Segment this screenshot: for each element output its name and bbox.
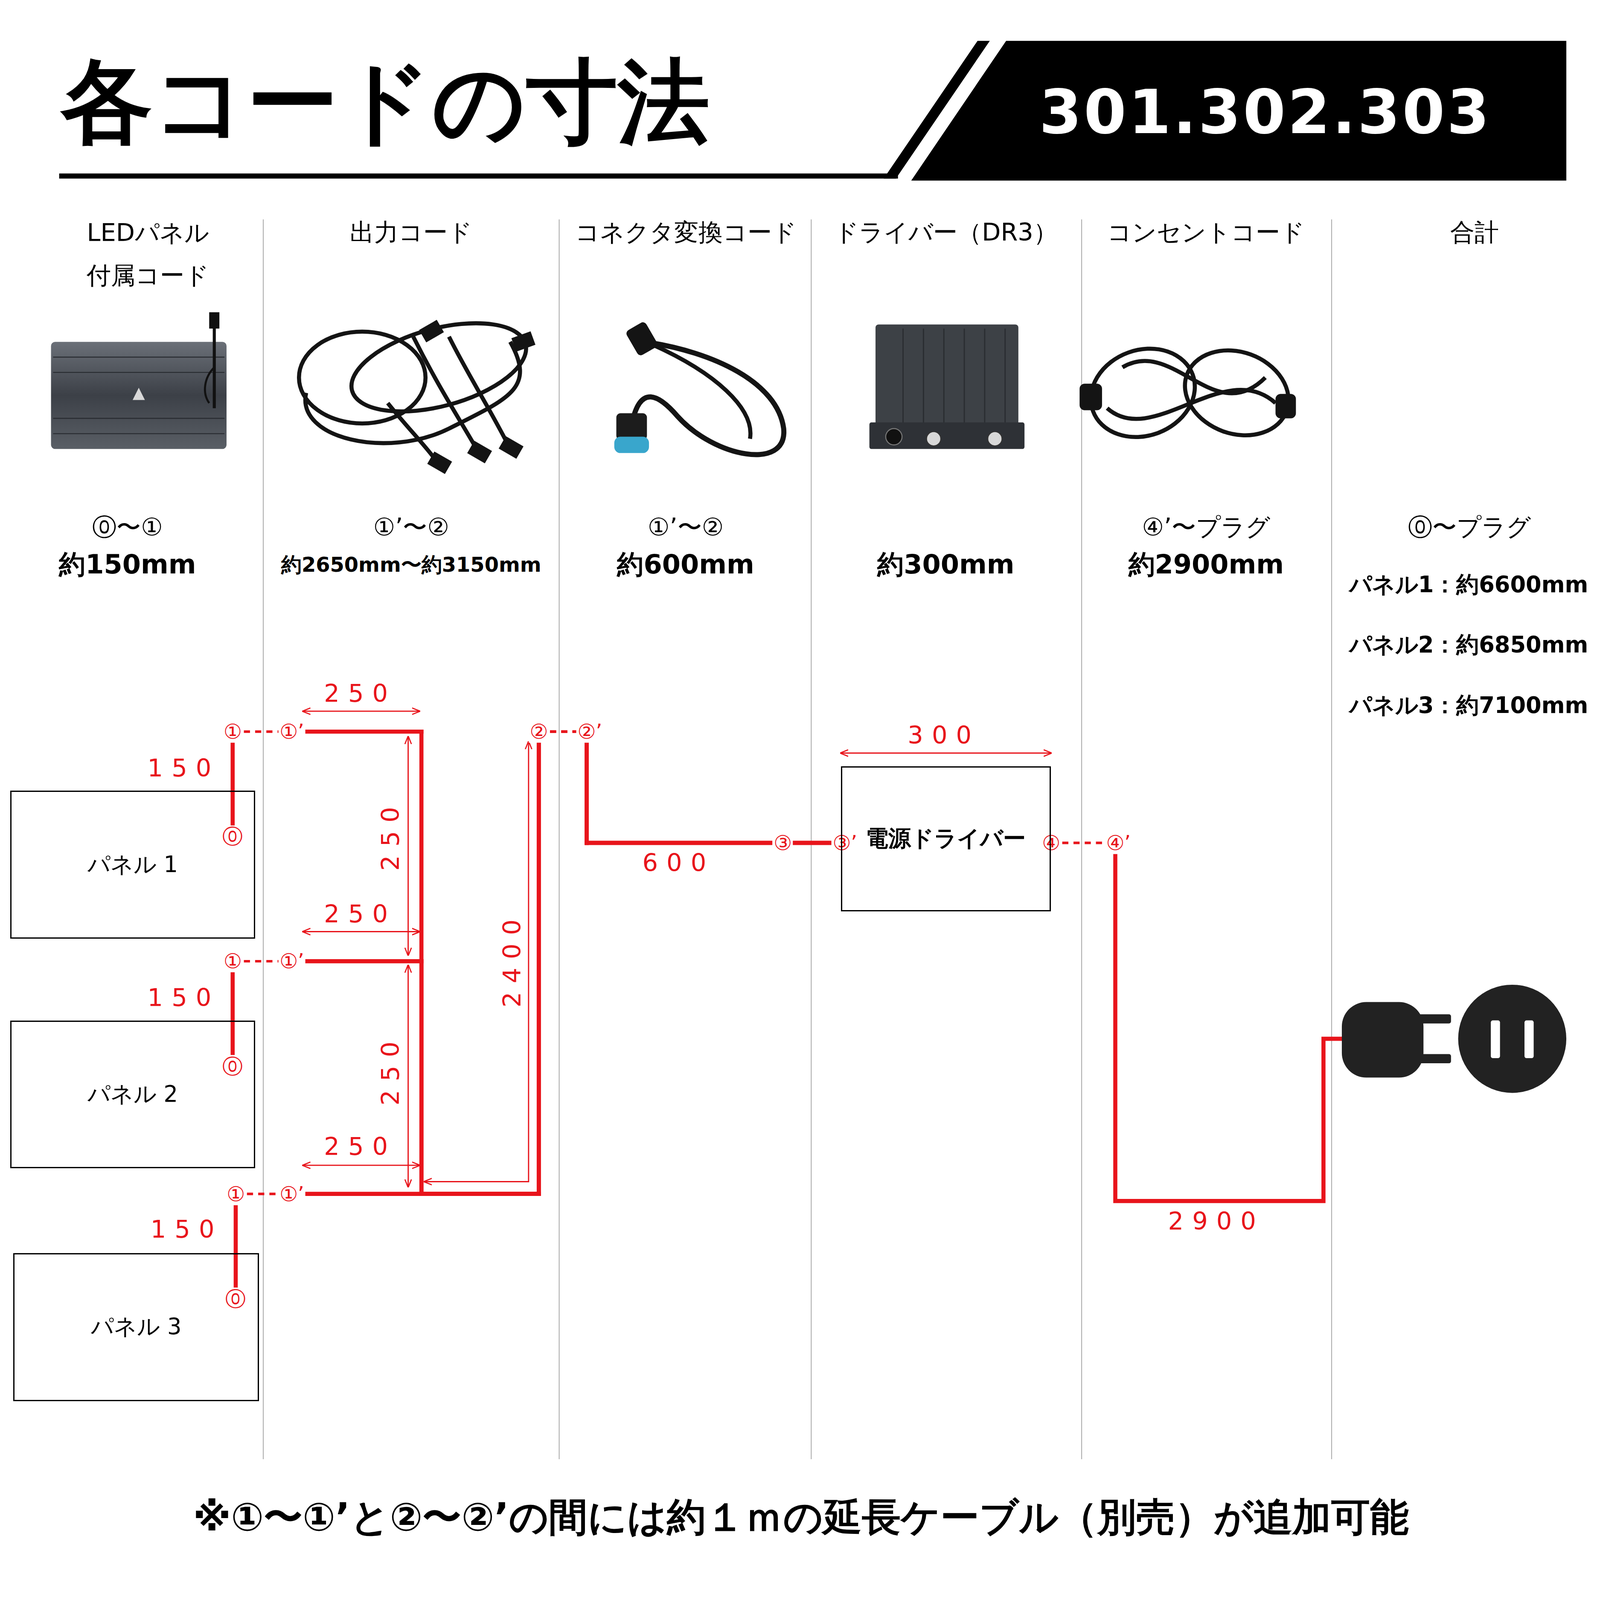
dimension: 250 [322, 900, 399, 929]
spec-text: ⓪〜プラグ [1408, 513, 1531, 542]
wire-segment [421, 1191, 539, 1196]
spec-text: ⓪〜① [92, 513, 163, 542]
spec-text: ①’〜② [647, 513, 724, 542]
panel-box: パネル 1 [10, 790, 256, 939]
wire-segment [419, 731, 424, 1194]
wire-segment [536, 731, 542, 1194]
connector-cord-photo [614, 320, 784, 455]
column-header: 出力コード [349, 218, 473, 247]
driver-photo [869, 324, 1025, 450]
dimension: 600 [640, 849, 717, 878]
spec-text: 約300mm [877, 549, 1015, 580]
plug-icon [1341, 984, 1567, 1094]
wire-segment [421, 1191, 539, 1196]
dimension: 250 [322, 679, 399, 708]
wire-segment [419, 961, 424, 1194]
callout-number: ② [528, 720, 550, 743]
column-header: コネクタ変換コード [575, 218, 797, 247]
dimension: 300 [905, 721, 983, 750]
wire-segment [536, 731, 542, 1194]
wire-connector [232, 731, 841, 1194]
spec-text: ④’〜プラグ [1142, 513, 1271, 542]
dimension: 250 [376, 796, 405, 873]
dimension: 2400 [498, 908, 527, 1010]
total-length: パネル2：約6850mm [1349, 631, 1589, 658]
dimension: 150 [145, 983, 222, 1013]
callout-number: ①’ [278, 720, 306, 743]
wire-connector [235, 731, 841, 1254]
node-text: パネル 2 [87, 1079, 178, 1110]
model-band [911, 40, 1567, 181]
wire-segment [291, 959, 422, 964]
panel-lead [232, 790, 236, 1299]
dimension: 150 [148, 1215, 225, 1244]
outlet-wire [1050, 842, 1349, 1201]
column-header: コンセントコード [1107, 218, 1305, 247]
panel-box: パネル 2 [10, 1020, 256, 1169]
wire-connector [232, 731, 841, 1194]
dimension-lines [302, 711, 1051, 1187]
output-cord-photo [299, 306, 536, 472]
wire-segment [586, 840, 841, 846]
column-header: ドライバー（DR3） [834, 218, 1058, 247]
total-length: パネル3：約7100mm [1349, 692, 1589, 719]
wire-segment [421, 1191, 539, 1196]
dimension: 250 [376, 1031, 405, 1108]
callout-number: ①’ [278, 950, 306, 973]
column-header: 合計 [1450, 218, 1499, 247]
callout-number: ⓪ [221, 825, 245, 849]
callout-number: ① [225, 1182, 247, 1206]
callout-number: ③’ [831, 831, 859, 855]
spec-text: 約2900mm [1128, 549, 1285, 580]
wire-segment [584, 731, 589, 844]
node-text: パネル 1 [87, 849, 178, 881]
callout-number: ④’ [1105, 831, 1132, 855]
callout-number: ④ [1040, 831, 1062, 855]
dimension: 250 [322, 1132, 399, 1161]
led-panel-photo [51, 312, 227, 449]
spec-text: ①’〜② [373, 513, 450, 542]
column-rules [263, 219, 1332, 1460]
callout-number: ① [222, 950, 243, 973]
dimension: 2900 [1166, 1207, 1267, 1236]
node-text: 電源ドライバー [865, 823, 1026, 855]
wire-segment [584, 731, 589, 844]
model-number: 301.302.303 [1038, 77, 1492, 148]
spec-text: 約150mm [58, 549, 196, 580]
node-text: パネル 3 [90, 1311, 182, 1343]
wire-segment [586, 840, 841, 846]
title: 各コードの寸法 [61, 49, 710, 155]
title-rule [59, 173, 899, 179]
spec-text: 約2650mm〜約3150mm [281, 552, 542, 576]
wire-segment [586, 840, 841, 846]
callout-number: ⓪ [224, 1287, 248, 1311]
callout-number: ① [222, 720, 243, 743]
callout-number: ⓪ [221, 1055, 245, 1078]
driver-box: 電源ドライバー [840, 766, 1052, 912]
callout-number: ③ [772, 831, 793, 855]
wire-segment [536, 731, 542, 1194]
wire-segment [291, 1191, 422, 1196]
dimension: 150 [145, 754, 222, 783]
column-header: LEDパネル 付属コード [46, 211, 251, 297]
footnote: ※①〜①’と②〜②’の間には約１ｍの延長ケーブル（別売）が追加可能 [193, 1495, 1409, 1540]
wire-segment [291, 729, 422, 734]
total-length: パネル1：約6600mm [1349, 571, 1589, 598]
panel-box: パネル 3 [13, 1253, 259, 1402]
wire-segment [584, 731, 589, 844]
callout-number: ①’ [278, 1182, 306, 1206]
spec-text: 約600mm [616, 549, 754, 580]
power-cord-photo [1078, 334, 1301, 452]
callout-number: ②’ [576, 720, 604, 743]
